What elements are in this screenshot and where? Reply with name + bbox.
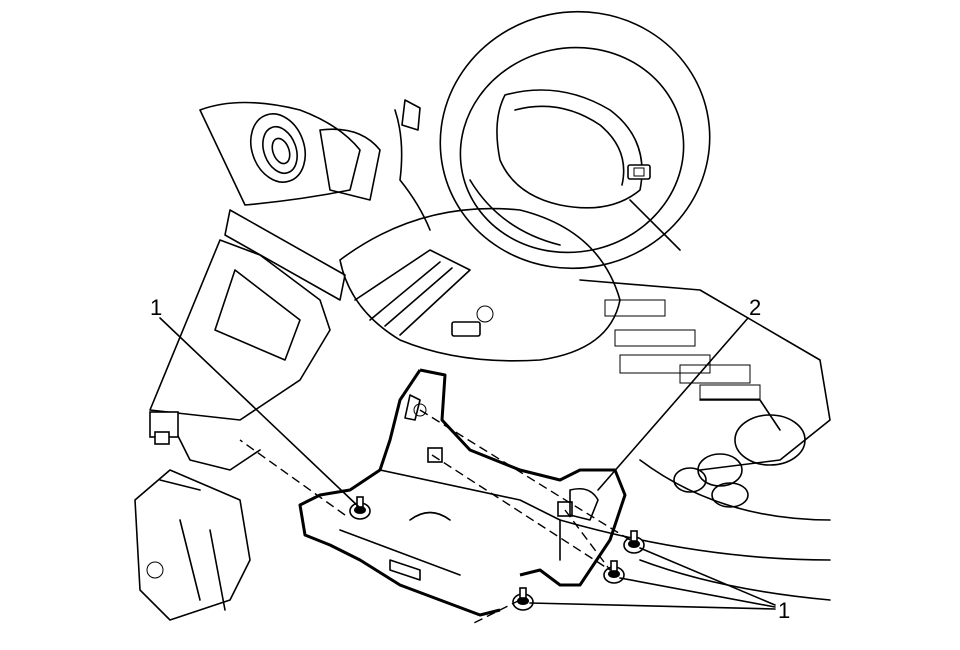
steering-wheel bbox=[439, 10, 711, 270]
bolt-1 bbox=[349, 496, 371, 520]
alignment-lines bbox=[239, 409, 631, 626]
instrument-panel bbox=[134, 101, 381, 621]
bolt-3 bbox=[603, 560, 625, 584]
leader-lines bbox=[159, 317, 776, 610]
callout-1-top-left: 1 bbox=[150, 295, 162, 320]
steering-column-shroud bbox=[339, 99, 621, 362]
center-console bbox=[559, 279, 831, 601]
callout-2: 2 bbox=[749, 295, 761, 320]
bolt-4 bbox=[512, 587, 534, 611]
fasteners bbox=[349, 496, 645, 611]
bolt-2 bbox=[623, 530, 645, 554]
steering-column-bracket bbox=[298, 368, 627, 617]
callouts: 1 2 1 bbox=[150, 295, 790, 623]
callout-1-bottom-right: 1 bbox=[778, 598, 790, 623]
